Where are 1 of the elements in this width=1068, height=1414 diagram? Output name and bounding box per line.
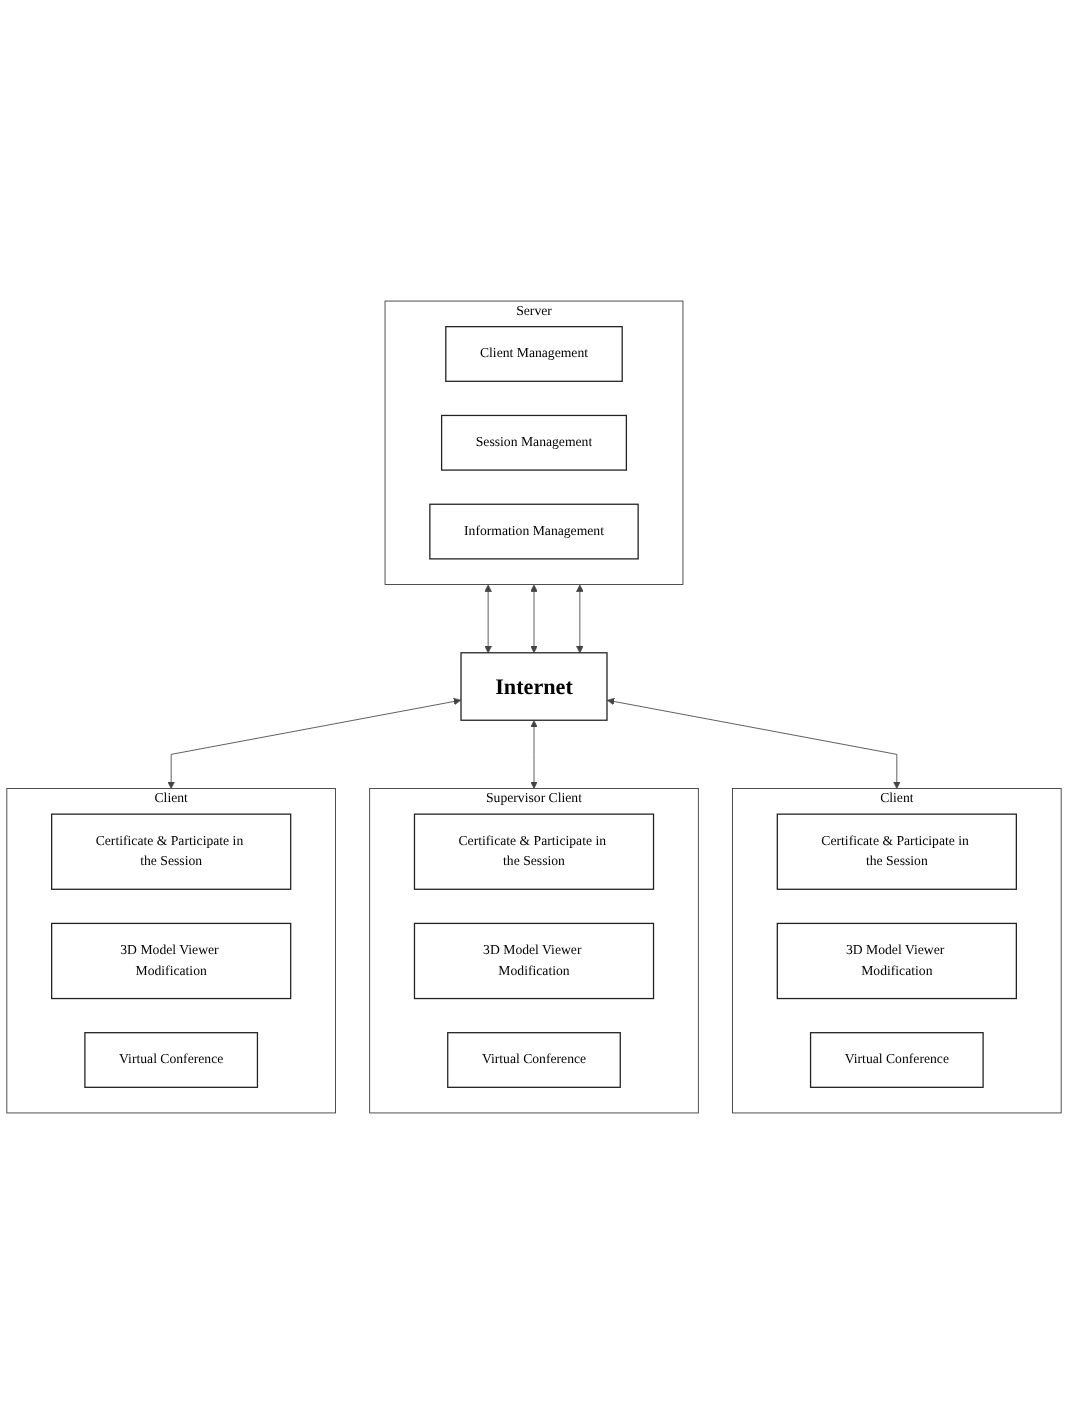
node-box: Internet [460,652,608,721]
